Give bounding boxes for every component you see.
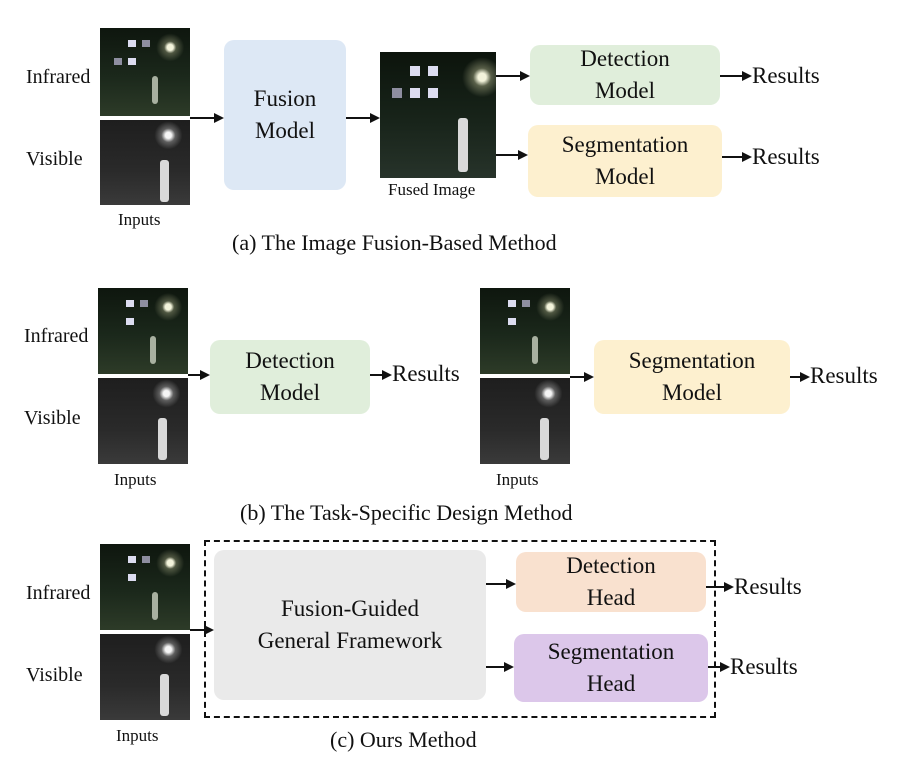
infrared-image-a: [100, 28, 190, 116]
visible-label-c: Visible: [26, 664, 83, 686]
visible-image-c: [100, 634, 190, 720]
caption-a: (a) The Image Fusion-Based Method: [232, 230, 557, 255]
results-c-detection: Results: [734, 574, 802, 599]
caption-b: (b) The Task-Specific Design Method: [240, 500, 573, 525]
infrared-label-c: Infrared: [26, 582, 91, 604]
results-b-detection: Results: [392, 361, 460, 386]
inputs-label-a: Inputs: [118, 210, 161, 229]
visible-label-a: Visible: [26, 148, 83, 170]
infrared-image-c: [100, 544, 190, 630]
results-a-segmentation: Results: [752, 144, 820, 169]
infrared-label-a: Infrared: [26, 66, 91, 88]
inputs-label-c: Inputs: [116, 726, 159, 745]
caption-c: (c) Ours Method: [330, 727, 477, 752]
inputs-label-b1: Inputs: [114, 470, 157, 489]
visible-image-a: [100, 120, 190, 205]
visible-image-b2: [480, 378, 570, 464]
inputs-label-b2: Inputs: [496, 470, 539, 489]
visible-label-b: Visible: [24, 407, 81, 429]
visible-image-b1: [98, 378, 188, 464]
fused-image: [380, 52, 496, 178]
results-a-detection: Results: [752, 63, 820, 88]
results-b-segmentation: Results: [810, 363, 878, 388]
infrared-image-b2: [480, 288, 570, 374]
results-c-segmentation: Results: [730, 654, 798, 679]
fused-image-label: Fused Image: [388, 180, 476, 199]
infrared-label-b: Infrared: [24, 325, 89, 347]
infrared-image-b1: [98, 288, 188, 374]
